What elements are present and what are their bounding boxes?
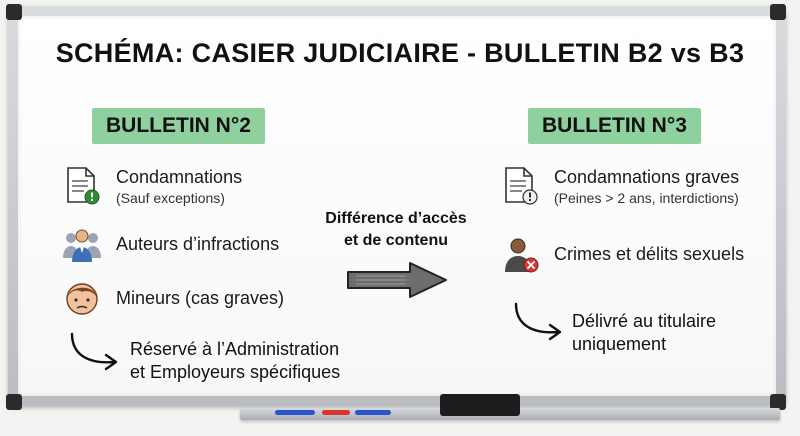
item-label: Crimes et délits sexuels xyxy=(554,243,745,264)
right-item-crimes: Crimes et délits sexuels xyxy=(500,234,744,274)
frame-corner xyxy=(770,4,786,20)
note-line: Délivré au titulaire xyxy=(572,311,717,331)
caption-line: Différence d’accès xyxy=(325,210,467,227)
right-item-condamnations-graves: Condamnations graves (Peines > 2 ans, in… xyxy=(500,166,739,206)
bulletin-2-badge: BULLETIN N°2 xyxy=(92,108,265,144)
blue-marker xyxy=(355,410,391,415)
curved-arrow-icon xyxy=(70,332,118,371)
frame-corner xyxy=(770,394,786,410)
item-sublabel: (Sauf exceptions) xyxy=(116,189,225,206)
right-arrow-icon xyxy=(347,262,447,298)
group-people-icon xyxy=(63,229,101,262)
note-line: uniquement xyxy=(572,334,667,354)
right-note: Délivré au titulaire uniquement xyxy=(572,310,716,356)
item-sublabel: (Peines > 2 ans, interdictions) xyxy=(554,189,739,206)
left-item-auteurs: Auteurs d’infractions xyxy=(62,224,279,264)
item-label: Condamnations xyxy=(116,166,243,187)
person-blocked-icon xyxy=(505,238,539,273)
item-label: Condamnations graves xyxy=(554,166,740,187)
child-face-icon xyxy=(66,283,98,315)
item-label: Auteurs d’infractions xyxy=(116,233,280,254)
note-line: Réservé à l’Administration xyxy=(130,339,340,359)
item-label: Mineurs (cas graves) xyxy=(116,287,285,308)
caption-line: et de contenu xyxy=(343,232,448,249)
eraser xyxy=(440,394,520,416)
left-item-condamnations: Condamnations (Sauf exceptions) xyxy=(62,166,242,206)
diagram-title: SCHÉMA: CASIER JUDICIAIRE - BULLETIN B2 … xyxy=(55,38,745,68)
center-caption: Différence d’accès et de contenu xyxy=(318,208,474,252)
bulletin-3-badge: BULLETIN N°3 xyxy=(528,108,701,144)
left-note: Réservé à l’Administration et Employeurs… xyxy=(130,338,340,384)
blue-marker xyxy=(275,410,315,415)
frame-corner xyxy=(6,394,22,410)
red-marker xyxy=(322,410,350,415)
document-warning-icon xyxy=(67,167,100,205)
curved-arrow-icon xyxy=(514,302,562,341)
left-item-mineurs: Mineurs (cas graves) xyxy=(62,278,284,318)
document-warning-icon xyxy=(505,167,538,205)
frame-corner xyxy=(6,4,22,20)
note-line: et Employeurs spécifiques xyxy=(130,362,341,382)
whiteboard-surface xyxy=(18,16,776,396)
